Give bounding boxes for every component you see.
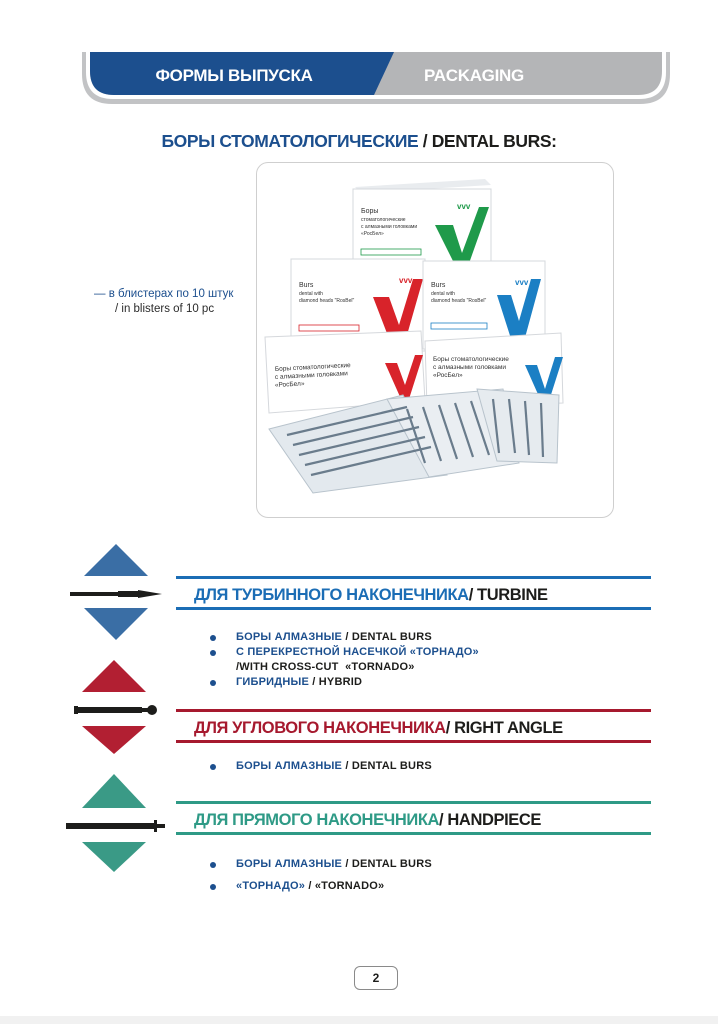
box-mid-right-line3: diamond heads "RosBel" (431, 298, 486, 304)
box-bottom-left-line3: «РосБел» (275, 380, 305, 389)
header-banner (82, 52, 670, 104)
bullet-icon (210, 884, 216, 890)
box-top-line2: стоматологические (361, 217, 406, 223)
bullet-icon (210, 764, 216, 770)
box-bottom-right-line1: Боры стоматологические (433, 356, 509, 363)
handpiece-band-rule-bottom (176, 832, 651, 835)
right-angle-title-ru: ДЛЯ УГЛОВОГО НАКОНЕЧНИКА (194, 719, 446, 737)
list-item: «ТОРНАДО» / «TORNADO» (210, 879, 432, 894)
turbine-title-ru: ДЛЯ ТУРБИННОГО НАКОНЕЧНИКА (194, 586, 469, 604)
section-title: БОРЫ СТОМАТОЛОГИЧЕСКИЕ / DENTAL BURS: (0, 131, 718, 152)
turbine-band-rule-bottom (176, 607, 651, 610)
list-item: БОРЫ АЛМАЗНЫЕ / DENTAL BURS (210, 857, 432, 872)
turbine-item-list: БОРЫ АЛМАЗНЫЕ / DENTAL BURS С ПЕРЕКРЕСТН… (210, 630, 479, 690)
turbine-arrow-up-icon (84, 544, 148, 576)
right-angle-item-list: БОРЫ АЛМАЗНЫЕ / DENTAL BURS (210, 759, 432, 774)
list-item: БОРЫ АЛМАЗНЫЕ / DENTAL BURS (210, 759, 432, 774)
handpiece-title-en: / HANDPIECE (439, 811, 541, 829)
product-box-bottom-right: Боры стоматологические с алмазными голов… (424, 332, 564, 408)
box-bottom-right-line3: «РосБел» (433, 372, 463, 379)
bullet-icon (210, 650, 216, 656)
list-item: С ПЕРЕКРЕСТНОЙ НАСЕЧКОЙ «ТОРНАДО» (210, 645, 479, 660)
box-top-line3: с алмазными головками (361, 224, 417, 230)
page-number: 2 (354, 966, 398, 990)
turbine-band-title: ДЛЯ ТУРБИННОГО НАКОНЕЧНИКА/ TURBINE (194, 586, 548, 605)
box-mid-left-line2: dental with (299, 291, 323, 297)
right-angle-band: ДЛЯ УГЛОВОГО НАКОНЕЧНИКА/ RIGHT ANGLE (176, 709, 651, 743)
bullet-icon (210, 862, 216, 868)
box-mid-right-line1: Burs (431, 282, 446, 289)
page-bottom-edge (0, 1016, 718, 1024)
header-title-ru: ФОРМЫ ВЫПУСКА (155, 66, 313, 85)
header-title-en: PACKAGING (424, 66, 524, 85)
header-banner-shape (82, 52, 670, 104)
list-item: БОРЫ АЛМАЗНЫЕ / DENTAL BURS (210, 630, 479, 645)
box-bottom-left-line1: Боры стоматологические (275, 362, 352, 373)
box-top-line4: «РосБел» (361, 231, 384, 237)
bullet-icon (210, 635, 216, 641)
box-mid-right-check-mark (497, 279, 541, 345)
right-angle-title-en: / RIGHT ANGLE (445, 719, 563, 737)
blister-packs (268, 388, 560, 494)
handpiece-band-title: ДЛЯ ПРЯМОГО НАКОНЕЧНИКА/ HANDPIECE (194, 811, 541, 830)
turbine-bur-icon (70, 590, 162, 598)
right-angle-bur-icon (74, 705, 157, 715)
list-item: /WITH CROSS-CUT «TORNADO» (236, 661, 415, 673)
turbine-arrow-down-icon (84, 608, 148, 640)
box-mid-left-line3: diamond heads "RosBel" (299, 298, 354, 304)
svg-text:vvv: vvv (399, 276, 413, 285)
handpiece-bur-icon (66, 820, 165, 832)
product-photo: Боры стоматологические с алмазными голов… (256, 162, 614, 518)
blister-note-ru: — в блистерах по 10 штук (94, 288, 234, 300)
right-angle-arrow-down-icon (82, 726, 146, 754)
right-angle-band-rule-top (176, 709, 651, 712)
section-title-separator: / (418, 131, 432, 151)
handpiece-arrow-down-icon (82, 842, 146, 872)
box-top-check-mark (435, 207, 489, 269)
product-box-top: Боры стоматологические с алмазными голов… (352, 179, 492, 272)
turbine-band: ДЛЯ ТУРБИННОГО НАКОНЕЧНИКА/ TURBINE (176, 576, 651, 610)
bullet-icon (210, 680, 216, 686)
svg-text:vvv: vvv (515, 278, 529, 287)
right-angle-band-title: ДЛЯ УГЛОВОГО НАКОНЕЧНИКА/ RIGHT ANGLE (194, 719, 563, 738)
list-item: ГИБРИДНЫЕ / HYBRID (210, 675, 479, 690)
handpiece-item-list: БОРЫ АЛМАЗНЫЕ / DENTAL BURS «ТОРНАДО» / … (210, 857, 432, 894)
blister-note: — в блистерах по 10 штук / in blisters o… (94, 287, 233, 317)
box-top-line1: Боры (361, 208, 378, 215)
turbine-title-en: / TURBINE (468, 586, 548, 604)
handpiece-arrow-up-icon (82, 774, 146, 808)
blister-note-en: / in blisters of 10 pc (115, 303, 215, 315)
box-mid-left-check-mark (373, 279, 423, 349)
product-photo-illustration: Боры стоматологические с алмазными голов… (264, 179, 564, 494)
product-box-mid-right: Burs dental with diamond heads "RosBel" … (422, 260, 546, 350)
right-angle-band-rule-bottom (176, 740, 651, 743)
box-bottom-right-line2: с алмазными головками (433, 364, 506, 371)
section-title-en: DENTAL BURS: (431, 131, 557, 151)
box-bottom-left-line2: с алмазными головками (275, 370, 349, 381)
turbine-band-rule-top (176, 576, 651, 579)
right-angle-arrow-up-icon (82, 660, 146, 692)
box-mid-left-line1: Burs (299, 282, 314, 289)
section-title-ru: БОРЫ СТОМАТОЛОГИЧЕСКИЕ (161, 131, 419, 151)
handpiece-title-ru: ДЛЯ ПРЯМОГО НАКОНЕЧНИКА (194, 811, 440, 829)
handpiece-band: ДЛЯ ПРЯМОГО НАКОНЕЧНИКА/ HANDPIECE (176, 801, 651, 835)
box-mid-right-line2: dental with (431, 291, 455, 297)
svg-text:vvv: vvv (457, 202, 471, 211)
handpiece-band-rule-top (176, 801, 651, 804)
